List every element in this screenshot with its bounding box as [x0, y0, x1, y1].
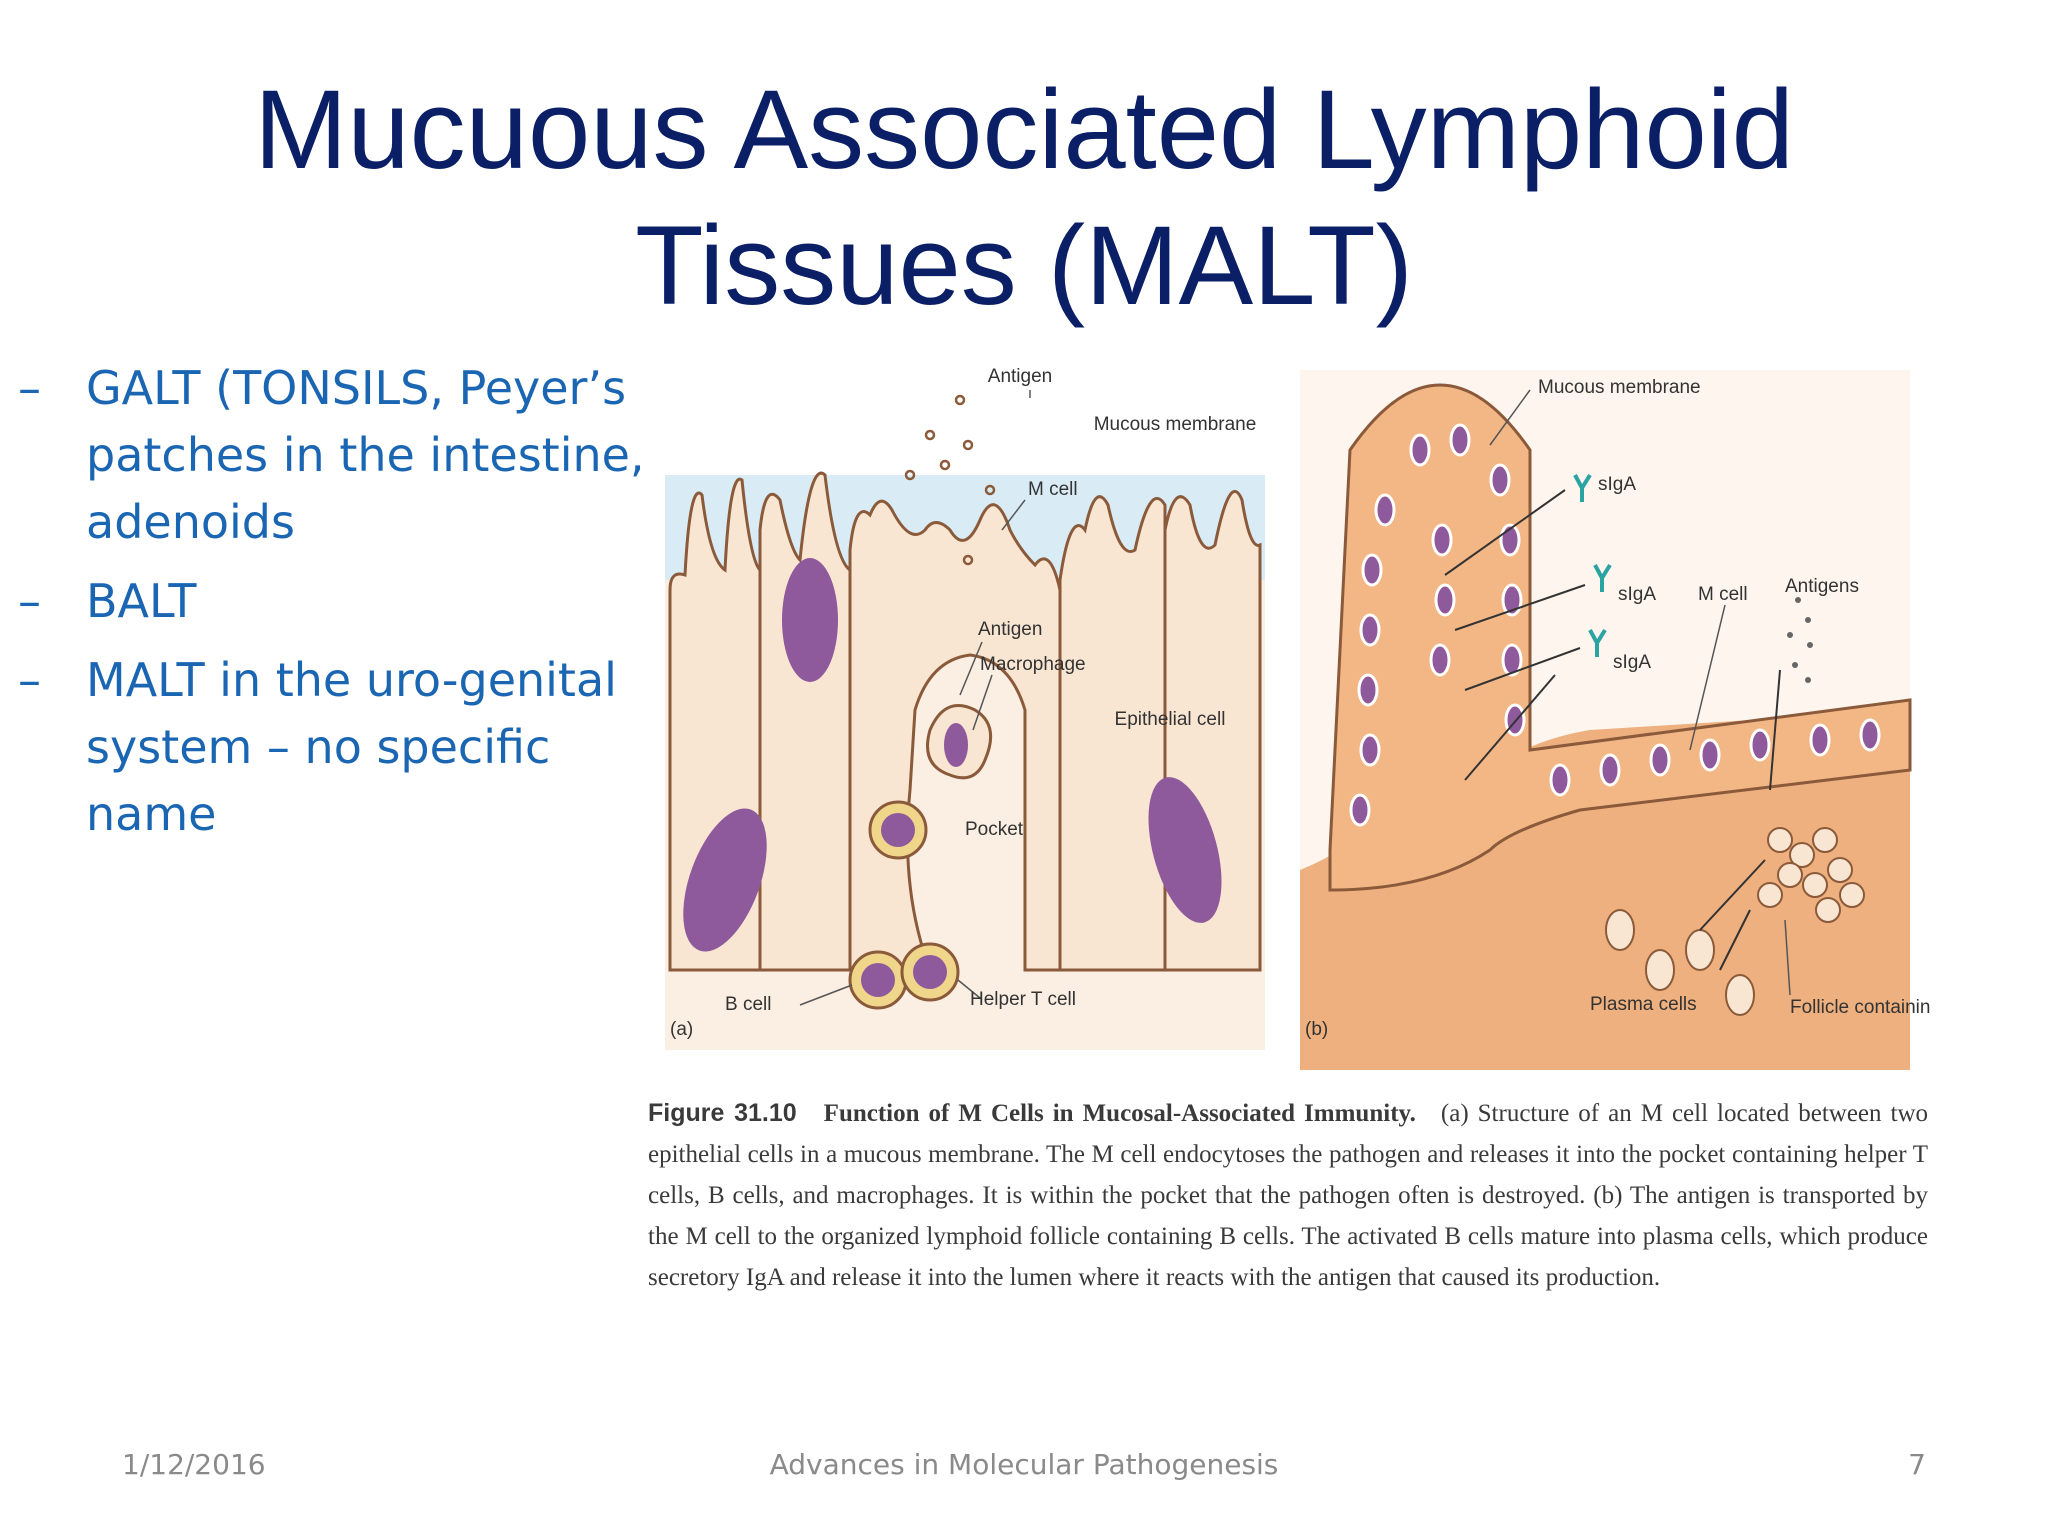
- villus-epithelium: [1328, 383, 1912, 892]
- epithelial-cell-right: [1058, 495, 1167, 972]
- label-pocket: Pocket: [965, 819, 1024, 840]
- label-antigen-mid: Antigen: [978, 619, 1042, 640]
- label-mucous-membrane-b: Mucous membrane: [1538, 377, 1701, 398]
- leader-lines-a: [799, 390, 1031, 1006]
- bullet-item: – GALT (TONSILS, Peyer’s patches in the …: [18, 355, 648, 556]
- leader-lines-b: [1489, 389, 1791, 996]
- bullet-dash: –: [18, 653, 41, 707]
- label-panel-a: (a): [670, 1019, 693, 1040]
- label-antigens: Antigens: [1785, 576, 1859, 597]
- siga-antibodies: [1573, 473, 1612, 657]
- bullet-text: MALT in the uro-genital system – no spec…: [86, 653, 617, 841]
- label-plasma-cells: Plasma cells: [1590, 994, 1697, 1015]
- follicle-b-cells: [1757, 827, 1865, 923]
- antigen-particles-b: [1787, 597, 1813, 683]
- helper-t-cell: [900, 942, 960, 1002]
- label-siga-1: sIgA: [1598, 474, 1636, 495]
- antigen-particles: [904, 394, 996, 566]
- epithelial-cell-left-2: [758, 471, 852, 972]
- label-follicle: Follicle containing B cells: [1790, 997, 1930, 1018]
- b-cell: [848, 950, 908, 1010]
- label-b-cell: B cell: [725, 994, 771, 1015]
- nucleus: [782, 558, 838, 682]
- bullet-list: – GALT (TONSILS, Peyer’s patches in the …: [18, 355, 648, 860]
- nucleus: [683, 808, 767, 952]
- bullet-text: GALT (TONSILS, Peyer’s patches in the in…: [86, 361, 645, 549]
- title-line-2: Tissues (MALT): [635, 203, 1413, 328]
- slide-title: Mucuous Associated Lymphoid Tissues (MAL…: [0, 62, 2048, 334]
- caption-body: (a) Structure of an M cell located betwe…: [648, 1100, 1929, 1291]
- epithelial-nuclei: [1349, 423, 1881, 827]
- m-cell-figure: Antigen Mucous membrane M cell Antigen M…: [630, 330, 2002, 1100]
- caption-figure-number: Figure 31.10: [648, 1099, 797, 1127]
- footer-title: Advances in Molecular Pathogenesis: [769, 1448, 1279, 1481]
- title-line-1: Mucuous Associated Lymphoid: [254, 67, 1794, 192]
- label-helper-t-cell: Helper T cell: [970, 989, 1076, 1010]
- nucleus: [944, 723, 968, 767]
- label-m-cell: M cell: [1028, 479, 1078, 500]
- label-mucous-membrane: Mucous membrane: [1094, 414, 1257, 435]
- figure-caption: Figure 31.10 Function of M Cells in Muco…: [648, 1093, 1928, 1298]
- bullet-dash: –: [18, 361, 41, 415]
- b-cell-pocket: [868, 800, 928, 860]
- label-macrophage: Macrophage: [980, 654, 1086, 675]
- label-siga-2: sIgA: [1618, 584, 1656, 605]
- bullet-item: – BALT: [18, 568, 648, 635]
- label-epithelial-cell: Epithelial cell: [1115, 709, 1226, 730]
- bullet-item: – MALT in the uro-genital system – no sp…: [18, 647, 648, 848]
- bullet-dash: –: [18, 574, 41, 628]
- label-siga-3: sIgA: [1613, 652, 1651, 673]
- caption-title: Function of M Cells in Mucosal-Associate…: [823, 1100, 1416, 1127]
- label-panel-b: (b): [1305, 1019, 1328, 1040]
- panel-a: Antigen Mucous membrane M cell Antigen M…: [665, 366, 1265, 1050]
- footer-page-number: 7: [1908, 1448, 1926, 1481]
- panel-b: Mucous membrane sIgA sIgA sIgA M cell An…: [1300, 370, 2002, 1070]
- figure-illustration: Antigen Mucous membrane M cell Antigen M…: [665, 366, 2002, 1070]
- plasma-cells: [1605, 909, 1755, 1016]
- footer-date: 1/12/2016: [122, 1448, 266, 1481]
- transport-arrows: [1444, 489, 1781, 971]
- label-antigen-top: Antigen: [988, 366, 1052, 387]
- label-m-cell-b: M cell: [1698, 584, 1748, 605]
- nucleus: [1148, 777, 1222, 923]
- bullet-text: BALT: [86, 574, 197, 628]
